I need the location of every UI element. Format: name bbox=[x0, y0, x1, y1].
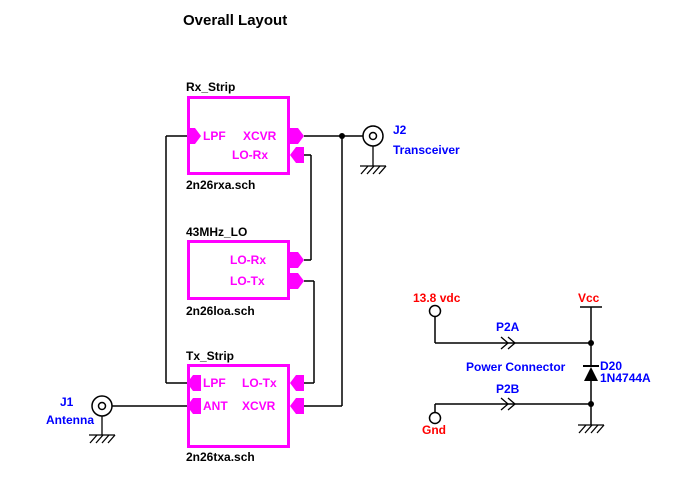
vin-net-label: 13.8 vdc bbox=[413, 291, 461, 305]
tx-block-name: Tx_Strip bbox=[186, 349, 235, 363]
rx-block-name: Rx_Strip bbox=[186, 80, 236, 94]
rx-port-lpf-label: LPF bbox=[203, 129, 226, 143]
j1-ground-icon bbox=[89, 434, 116, 444]
j2-desc-label: Transceiver bbox=[393, 143, 460, 157]
j1-desc-label: Antenna bbox=[46, 413, 94, 427]
rx-block-file: 2n26rxa.sch bbox=[186, 178, 256, 192]
page-title: Overall Layout bbox=[183, 12, 288, 29]
rx-port-lpf-arrow-icon bbox=[187, 128, 201, 144]
tx-port-lotx-arrow-icon bbox=[290, 375, 304, 391]
tx-port-ant-label: ANT bbox=[203, 399, 228, 413]
lo-block-file: 2n26loa.sch bbox=[186, 304, 255, 318]
block-43mhz-lo[interactable] bbox=[187, 240, 290, 300]
lo-port-lorx-arrow-icon bbox=[290, 252, 304, 268]
rx-port-xcvr-label: XCVR bbox=[243, 129, 277, 143]
wires bbox=[101, 135, 602, 435]
diode-ref-label: D20 bbox=[600, 359, 623, 373]
rx-port-lorx-label: LO-Rx bbox=[232, 148, 268, 162]
power-connector-label: Power Connector bbox=[466, 360, 566, 374]
gnd-net-label: Gnd bbox=[422, 423, 446, 437]
j2-ground-icon bbox=[360, 165, 387, 175]
p2b-label: P2B bbox=[496, 382, 520, 396]
tx-block-file: 2n26txa.sch bbox=[186, 450, 255, 464]
tx-port-lotx-label: LO-Tx bbox=[242, 376, 277, 390]
j2-ref-label: J2 bbox=[393, 123, 407, 137]
port-arrows bbox=[187, 128, 304, 414]
gnd-terminal-icon bbox=[428, 411, 442, 425]
zener-diode-icon bbox=[583, 365, 599, 381]
j2-connector-icon bbox=[362, 125, 384, 147]
j1-ref-label: J1 bbox=[60, 395, 74, 409]
tx-port-ant-arrow-icon bbox=[187, 398, 201, 414]
p2a-label: P2A bbox=[496, 320, 520, 334]
lo-port-lorx-label: LO-Rx bbox=[230, 253, 266, 267]
junction-dots bbox=[339, 133, 594, 407]
p2b-chevron-icon bbox=[500, 397, 516, 411]
j1-connector-icon bbox=[91, 395, 113, 417]
vin-terminal-icon bbox=[428, 304, 442, 318]
tx-port-xcvr-arrow-icon bbox=[290, 398, 304, 414]
tx-port-lpf-arrow-icon bbox=[187, 375, 201, 391]
lo-port-lotx-arrow-icon bbox=[290, 273, 304, 289]
rx-port-xcvr-arrow-icon bbox=[290, 128, 304, 144]
vcc-net-label: Vcc bbox=[578, 291, 600, 305]
lo-port-lotx-label: LO-Tx bbox=[230, 274, 265, 288]
rx-port-lorx-arrow-icon bbox=[290, 147, 304, 163]
p2a-chevron-icon bbox=[500, 336, 516, 350]
tx-port-xcvr-label: XCVR bbox=[242, 399, 276, 413]
diode-part-label: 1N4744A bbox=[600, 371, 651, 385]
tx-port-lpf-label: LPF bbox=[203, 376, 226, 390]
power-ground-icon bbox=[578, 424, 605, 434]
lo-block-name: 43MHz_LO bbox=[186, 225, 248, 239]
